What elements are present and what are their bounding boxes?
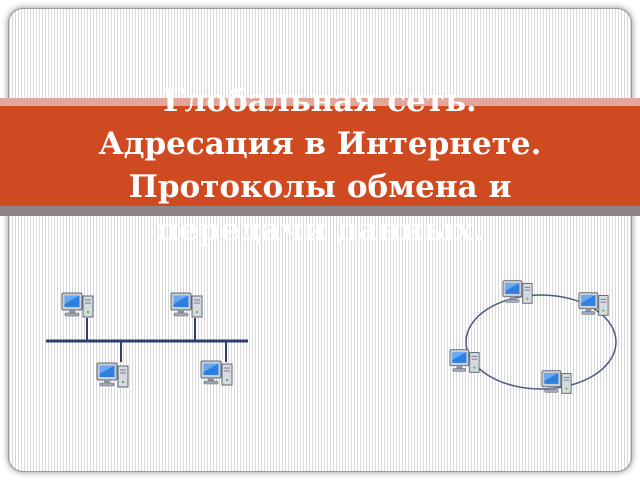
ring-line: [465, 294, 617, 390]
computer-icon: [449, 349, 480, 373]
computer-icon: [200, 360, 233, 386]
computer-icon: [61, 292, 94, 318]
title-line-3: Протоколы обмена и: [128, 169, 512, 205]
computer-icon: [96, 362, 129, 388]
slide-title: Глобальная сеть. Адресация в Интернете. …: [0, 80, 640, 252]
title-banner: [0, 106, 640, 206]
computer-icon: [541, 370, 572, 394]
computer-icon: [578, 292, 609, 316]
title-line-1: Глобальная сеть.: [163, 83, 477, 119]
banner-bottom-band: [0, 206, 640, 216]
ring-topology-diagram: [449, 280, 617, 394]
title-line-2: Адресация в Интернете.: [98, 126, 542, 162]
bus-topology-diagram: [46, 292, 248, 388]
computer-icon: [502, 280, 533, 304]
slide-background: [9, 9, 631, 471]
computer-icon: [170, 292, 203, 318]
title-line-4: передачи данных.: [156, 212, 484, 248]
banner-top-band: [0, 98, 640, 106]
